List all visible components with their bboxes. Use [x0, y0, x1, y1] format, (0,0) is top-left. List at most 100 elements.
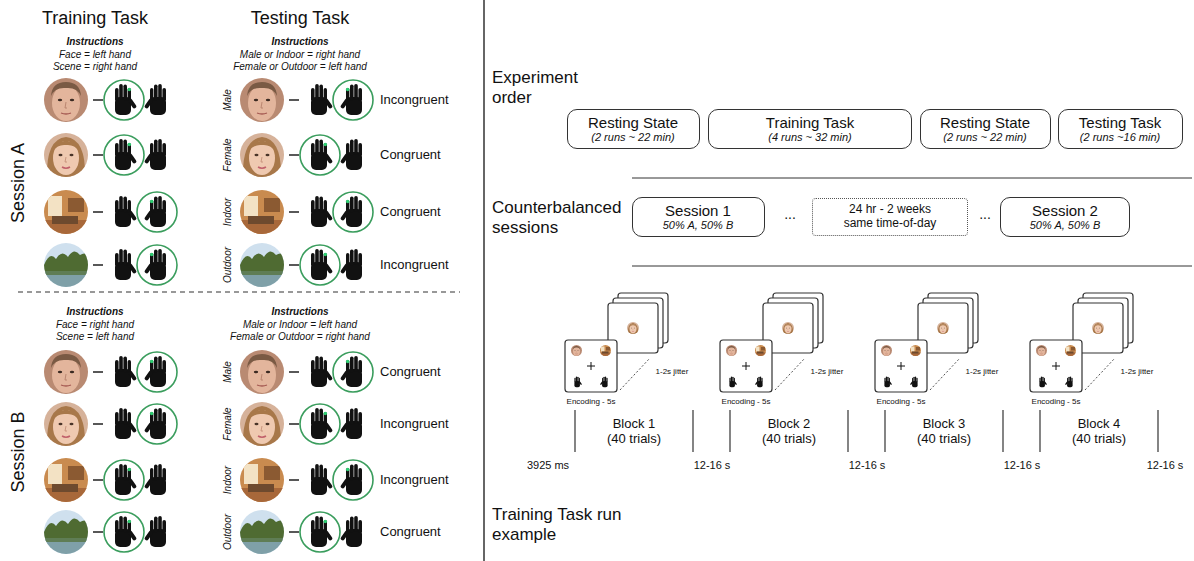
illustration-part [875, 293, 1003, 452]
illustration-part [104, 80, 144, 120]
block-label: Block 1 (40 trials) [603, 417, 665, 447]
screen-label: Encoding - 5s [877, 397, 926, 406]
box-title: Session 1 [665, 202, 731, 219]
trial-row [44, 243, 362, 287]
instruction-text: Face = left hand [59, 49, 131, 61]
ellipsis: ... [979, 206, 991, 222]
instruction-heading: Instructions [66, 36, 123, 48]
box-title: Testing Task [1079, 114, 1161, 131]
illustration-part [565, 293, 693, 452]
time-label: 3925 ms [527, 459, 569, 472]
illustration-part [240, 133, 362, 177]
illustration-part [240, 402, 284, 446]
box-title: 24 hr - 2 weeks same time-of-day [840, 203, 940, 231]
illustration-part [44, 133, 88, 177]
illustration-part [289, 464, 362, 495]
session-divider [18, 291, 460, 292]
ellipsis: ... [784, 206, 796, 222]
instruction-text: Female or Outdoor = left hand [233, 61, 367, 73]
box-title: Resting State [940, 114, 1030, 131]
block-screens [720, 293, 848, 452]
trial-row [44, 458, 373, 502]
illustration-part [240, 350, 284, 394]
illustration-part [240, 350, 373, 394]
illustration-part [240, 510, 284, 554]
jitter-label: 1-2s jitter [811, 367, 844, 376]
block-label: Block 4 (40 trials) [1068, 417, 1130, 447]
instruction-text: Male or Indoor = left hand [243, 319, 357, 331]
instruction-text: Face = right hand [56, 319, 134, 331]
condition-label: Male [222, 361, 234, 383]
condition-label: Indoor [222, 198, 234, 226]
instruction-text: Scene = right hand [53, 61, 137, 73]
congruency-label: Incongruent [380, 258, 449, 273]
interval-box: 24 hr - 2 weeks same time-of-day [812, 198, 968, 236]
panel-heading: Testing Task [251, 8, 350, 29]
illustration-part [333, 192, 373, 232]
illustration-part [300, 135, 340, 175]
congruency-label: Incongruent [380, 417, 449, 432]
trial-row [44, 133, 362, 177]
trial-row [44, 510, 362, 554]
illustration-part [240, 190, 284, 234]
jitter-label: 1-2s jitter [1121, 367, 1154, 376]
phase-box: Resting State(2 runs ~ 22 min) [567, 109, 700, 149]
block-label: Block 2 (40 trials) [758, 417, 820, 447]
time-label: 12-16 s [1004, 459, 1041, 472]
section-heading: Training Task run example [492, 505, 622, 544]
condition-label: Outdoor [222, 514, 234, 550]
illustration-part [240, 243, 284, 287]
phase-box: Training Task(4 runs ~ 32 min) [708, 109, 912, 149]
illustration-part [240, 402, 362, 446]
illustration-part [333, 80, 373, 120]
trial-row [44, 190, 373, 234]
instruction-heading: Instructions [271, 306, 328, 318]
illustration-part [289, 356, 362, 387]
illustration-part [44, 510, 88, 554]
trial-row [44, 402, 362, 446]
box-title: Session 2 [1032, 202, 1098, 219]
illustration-part [44, 350, 88, 394]
box-subtitle: (4 runs ~ 32 min) [768, 131, 851, 144]
panel-divider [483, 0, 485, 561]
box-subtitle: 50% A, 50% B [1030, 219, 1101, 232]
box-subtitle: (2 runs ~ 22 min) [591, 131, 674, 144]
section-heading: Experiment order [492, 68, 592, 107]
illustration-part [93, 408, 166, 439]
box-subtitle: (2 runs ~ 22 min) [943, 131, 1026, 144]
time-label: 12-16 s [694, 459, 731, 472]
congruency-label: Incongruent [380, 93, 449, 108]
illustration-part [300, 512, 340, 552]
illustration-part [137, 352, 177, 392]
box-title: Training Task [766, 114, 854, 131]
session-label: Session B [8, 411, 29, 492]
block-screens [1030, 293, 1158, 452]
phase-box: Testing Task(2 runs ~16 min) [1058, 109, 1183, 149]
instruction-text: Female or Outdoor = right hand [230, 331, 370, 343]
illustration-part [333, 352, 373, 392]
phase-box: Resting State(2 runs ~ 22 min) [920, 109, 1051, 149]
condition-label: Female [222, 407, 234, 440]
congruency-label: Congruent [380, 205, 441, 220]
illustration-part [104, 135, 144, 175]
illustration-part [104, 512, 144, 552]
illustration-part [44, 78, 88, 122]
screen-label: Encoding - 5s [567, 397, 616, 406]
block-label: Block 3 (40 trials) [913, 417, 975, 447]
illustration-part [44, 402, 88, 446]
congruency-label: Congruent [380, 148, 441, 163]
trial-row [44, 78, 373, 122]
condition-label: Outdoor [222, 247, 234, 283]
time-label: 12-16 s [1147, 459, 1184, 472]
illustration-part [240, 243, 362, 287]
illustration-part [137, 245, 177, 285]
instruction-heading: Instructions [66, 306, 123, 318]
illustration-part [104, 460, 144, 500]
illustration-part [240, 78, 284, 122]
illustration-part [137, 404, 177, 444]
section-rule [632, 266, 1192, 267]
jitter-label: 1-2s jitter [966, 367, 999, 376]
illustration-part [289, 84, 362, 115]
congruency-label: Incongruent [380, 473, 449, 488]
